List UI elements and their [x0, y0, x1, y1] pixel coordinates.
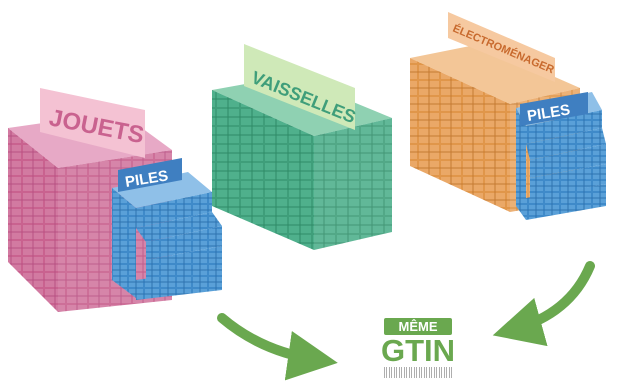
electromenager-sign [448, 12, 555, 82]
vaisselles-sign [244, 44, 355, 130]
jouets-piles-sign [118, 158, 182, 192]
jouets-sign [40, 88, 145, 158]
arrow-left-icon [217, 313, 338, 381]
electromenager-front-face [410, 58, 510, 212]
gtin-main-label: GTIN [380, 333, 456, 368]
vaisselles-right-face [314, 118, 392, 250]
barcode-icon [384, 367, 452, 378]
gtin-badge: MÊME GTIN [378, 318, 458, 380]
stack-vaisselles: VAISSELLES [212, 44, 392, 250]
stack-electromenager: ÉLECTROMÉNAGER PILES [410, 12, 606, 220]
jouets-piles-label: PILES [124, 167, 169, 191]
jouets-piles-stairs [112, 172, 222, 300]
electromenager-piles-sign [520, 92, 588, 126]
jouets-front-face [8, 128, 58, 312]
electromenager-top-face [410, 44, 580, 104]
electromenager-piles-label: PILES [526, 101, 571, 125]
stack-jouets: JOUETS PILES [8, 88, 222, 312]
arrow-right-icon [492, 261, 595, 347]
gtin-top-label: MÊME [384, 318, 452, 335]
vaisselles-front-face [212, 90, 314, 250]
electromenager-piles-stairs [516, 92, 606, 220]
